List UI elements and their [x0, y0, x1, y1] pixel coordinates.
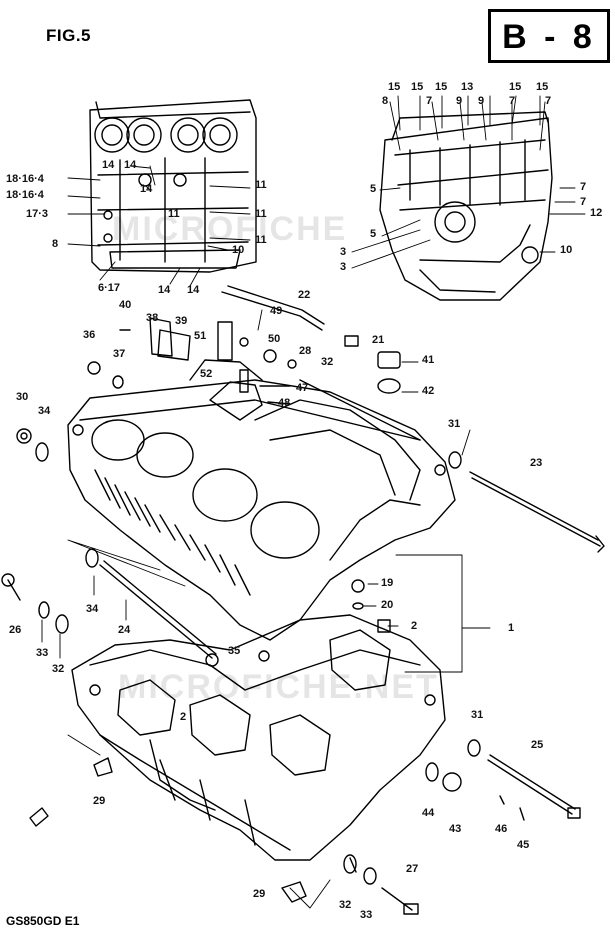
callout-52: 52 — [200, 368, 213, 380]
callout-14: 14 — [124, 159, 137, 171]
callout-7: 7 — [545, 95, 552, 107]
callout-28: 28 — [299, 345, 312, 357]
callout-34: 34 — [86, 603, 99, 615]
callout-14: 14 — [158, 284, 171, 296]
lower-crankcase — [71, 614, 446, 861]
callout-11: 11 — [255, 179, 267, 191]
callout-12: 12 — [590, 207, 603, 219]
callout-8: 8 — [382, 95, 389, 107]
callout-15: 15 — [411, 81, 424, 93]
callout-2: 2 — [180, 711, 187, 723]
callout-31: 31 — [471, 709, 484, 721]
callout-1: 1 — [508, 622, 515, 634]
callout-14: 14 — [187, 284, 200, 296]
callout-17-3: 17·3 — [26, 208, 49, 220]
callout-5: 5 — [370, 183, 377, 195]
watermark-bottom: MICROFICHE.NET — [118, 668, 439, 706]
callout-32: 32 — [339, 899, 352, 911]
callout-15: 15 — [435, 81, 448, 93]
callout-43: 43 — [449, 823, 462, 835]
callout-3: 3 — [340, 261, 347, 273]
callout-39: 39 — [175, 315, 188, 327]
callout-40: 40 — [119, 299, 132, 311]
callout-41: 41 — [422, 354, 435, 366]
callout-45: 45 — [517, 839, 530, 851]
callout-9: 9 — [478, 95, 485, 107]
callout-37: 37 — [113, 348, 126, 360]
callout-7: 7 — [580, 196, 587, 208]
callout-19: 19 — [381, 577, 394, 589]
model-code: GS850GD E1 — [6, 914, 80, 928]
callout-5: 5 — [370, 228, 377, 240]
callout-36: 36 — [83, 329, 96, 341]
callout-9: 9 — [456, 95, 463, 107]
callout-13: 13 — [461, 81, 474, 93]
callout-33: 33 — [360, 909, 373, 921]
callout-7: 7 — [509, 95, 516, 107]
callout-38: 38 — [146, 312, 159, 324]
callout-46: 46 — [495, 823, 508, 835]
callout-25: 25 — [531, 739, 544, 751]
callout-33: 33 — [36, 647, 49, 659]
callout-35: 35 — [228, 645, 241, 657]
callout-23: 23 — [530, 457, 543, 469]
callout-31: 31 — [448, 418, 461, 430]
callout-26: 26 — [9, 624, 22, 636]
callout-44: 44 — [422, 807, 435, 819]
callout-3: 3 — [340, 246, 347, 258]
callout-11: 11 — [255, 234, 267, 246]
callout-34: 34 — [38, 405, 51, 417]
callout-47: 47 — [296, 382, 309, 394]
callout-7: 7 — [426, 95, 433, 107]
callout-11: 11 — [168, 208, 180, 220]
callout-32: 32 — [52, 663, 65, 675]
callout-20: 20 — [381, 599, 394, 611]
callout-50: 50 — [268, 333, 281, 345]
callout-11: 11 — [255, 208, 267, 220]
callout-24: 24 — [118, 624, 131, 636]
callout-7: 7 — [580, 181, 587, 193]
figure-title: FIG.5 — [46, 26, 92, 45]
callout-15: 15 — [388, 81, 401, 93]
callout-15: 15 — [536, 81, 549, 93]
figure-badge-text: B - 8 — [502, 18, 596, 56]
inset-upper-crankcase-top — [89, 99, 257, 273]
callout-10: 10 — [232, 244, 245, 256]
callout-14: 14 — [102, 159, 115, 171]
upper-crankcase — [67, 359, 456, 641]
callout-18-16-4: 18·16·4 — [6, 189, 44, 201]
callout-49: 49 — [270, 305, 283, 317]
callout-29: 29 — [253, 888, 266, 900]
callout-32: 32 — [321, 356, 334, 368]
hardware — [1, 285, 605, 915]
callout-22: 22 — [298, 289, 311, 301]
leader-lines — [41, 95, 586, 909]
callout-15: 15 — [509, 81, 522, 93]
callout-29: 29 — [93, 795, 106, 807]
callout-51: 51 — [194, 330, 207, 342]
callout-14: 14 — [140, 183, 153, 195]
callout-27: 27 — [406, 863, 419, 875]
watermark-top: MICROFICHE — [112, 210, 348, 248]
callout-42: 42 — [422, 385, 435, 397]
callout-18-16-4: 18·16·4 — [6, 173, 44, 185]
callout-10: 10 — [560, 244, 573, 256]
callout-8: 8 — [52, 238, 59, 250]
callout-21: 21 — [372, 334, 385, 346]
figure-badge: B - 8 — [488, 9, 610, 63]
callout-48: 48 — [278, 397, 291, 409]
callout-6-17: 6·17 — [98, 282, 121, 294]
callout-2: 2 — [411, 620, 418, 632]
callout-30: 30 — [16, 391, 29, 403]
inset-lower-crankcase-bottom — [379, 111, 553, 301]
